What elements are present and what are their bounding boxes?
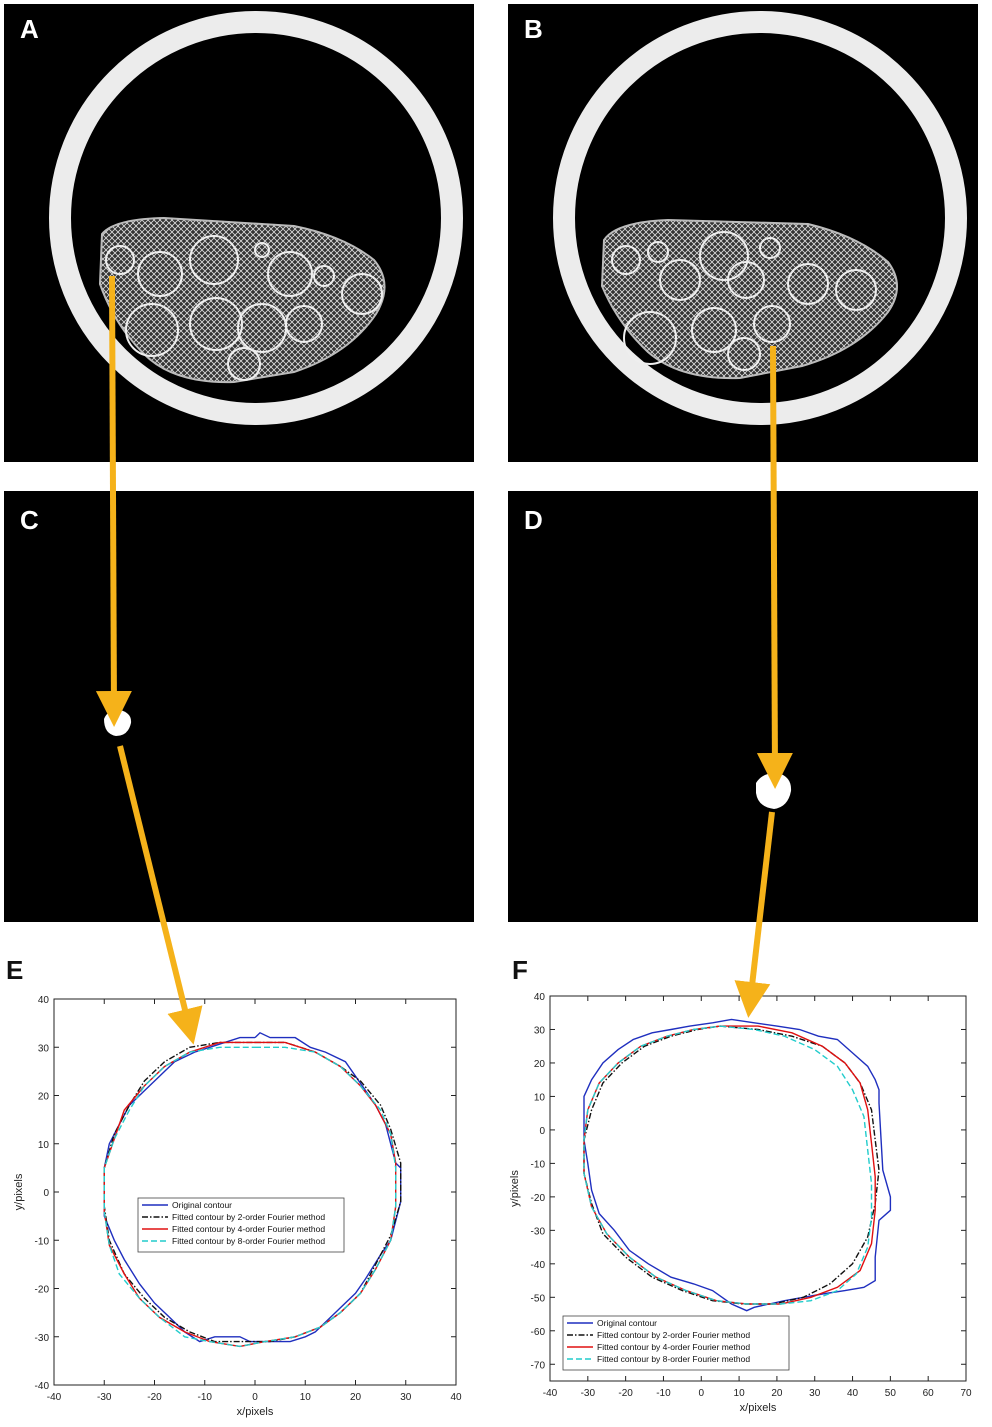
x-tick-label: 40 — [847, 1388, 859, 1399]
legend-label: Fitted contour by 8-order Fourier method — [597, 1354, 750, 1364]
x-tick-label: -20 — [147, 1392, 162, 1403]
panel-label-d: D — [524, 505, 543, 535]
legend — [137, 1197, 345, 1253]
y-tick-label: -40 — [35, 1381, 50, 1392]
y-tick-label: -30 — [35, 1333, 50, 1344]
x-tick-label: -20 — [618, 1388, 633, 1399]
y-tick-label: -10 — [35, 1236, 50, 1247]
fascicles — [105, 235, 383, 381]
legend-label: Fitted contour by 8-order Fourier method — [172, 1236, 325, 1246]
x-tick-label: 20 — [350, 1392, 362, 1403]
y-tick-label: -60 — [531, 1327, 546, 1338]
legend-label: Original contour — [597, 1318, 657, 1328]
arrow-c-to-e — [117, 745, 203, 1045]
legend-label: Fitted contour by 2-order Fourier method — [172, 1212, 325, 1222]
y-tick-label: 40 — [38, 995, 50, 1006]
series-line-4 — [103, 1046, 397, 1348]
x-tick-label: 0 — [252, 1392, 258, 1403]
x-tick-label: -40 — [47, 1392, 62, 1403]
x-tick-label: -30 — [97, 1392, 112, 1403]
panel-label-b: B — [524, 14, 543, 44]
y-tick-label: -20 — [531, 1193, 546, 1204]
panel-a-image: A — [4, 4, 474, 462]
x-tick-label: 60 — [923, 1388, 935, 1399]
x-tick-label: 30 — [400, 1392, 412, 1403]
y-tick-label: 20 — [534, 1059, 546, 1070]
legend-label: Original contour — [172, 1200, 232, 1210]
x-tick-label: 0 — [698, 1388, 704, 1399]
y-tick-label: 20 — [38, 1092, 50, 1103]
fascicles — [611, 231, 877, 371]
y-tick-label: -30 — [531, 1226, 546, 1237]
x-tick-label: 10 — [300, 1392, 312, 1403]
plot-area — [53, 998, 457, 1386]
y-axis-label: y/pixels — [13, 1173, 25, 1210]
x-tick-label: -10 — [656, 1388, 671, 1399]
x-tick-label: 30 — [809, 1388, 821, 1399]
legend-label: Fitted contour by 4-order Fourier method — [597, 1342, 750, 1352]
y-tick-label: -40 — [531, 1260, 546, 1271]
y-tick-label: 30 — [534, 1025, 546, 1036]
panel-label-f: F — [512, 955, 528, 985]
x-tick-label: -30 — [581, 1388, 596, 1399]
y-tick-label: -20 — [35, 1285, 50, 1296]
arrow-d-to-f — [734, 811, 775, 1018]
x-tick-label: 10 — [734, 1388, 746, 1399]
y-tick-label: 0 — [43, 1188, 49, 1199]
y-axis-label: y/pixels — [509, 1170, 521, 1207]
panel-a-scan — [49, 11, 463, 425]
series-line-3 — [103, 1041, 397, 1348]
panel-d-image: D — [508, 491, 978, 922]
y-tick-label: 30 — [38, 1043, 50, 1054]
y-tick-label: 40 — [534, 992, 546, 1003]
x-tick-label: 20 — [771, 1388, 783, 1399]
sample-tube-ring — [49, 11, 463, 425]
panel-label-a: A — [20, 14, 39, 44]
series-line-2 — [103, 1041, 402, 1343]
legend-label: Fitted contour by 2-order Fourier method — [597, 1330, 750, 1340]
panel-label-c: C — [20, 505, 39, 535]
x-axis-label: x/pixels — [740, 1402, 777, 1414]
panel-b-image: B — [508, 4, 978, 462]
x-axis-label: x/pixels — [237, 1406, 274, 1418]
arrow-b-to-d — [756, 345, 793, 789]
legend-label: Fitted contour by 4-order Fourier method — [172, 1224, 325, 1234]
y-tick-label: 10 — [534, 1092, 546, 1103]
panel-c-image: C — [4, 491, 474, 922]
x-tick-label: -40 — [543, 1388, 558, 1399]
y-tick-label: 0 — [539, 1126, 545, 1137]
x-tick-label: 40 — [450, 1392, 462, 1403]
sample-tube-ring — [553, 11, 967, 425]
x-tick-label: 70 — [960, 1388, 972, 1399]
series-line-4 — [583, 1025, 873, 1305]
y-tick-label: 10 — [38, 1140, 50, 1151]
chart-f: -40 -30 -20 -10 0 10 20 30 40 50 60 70 -70 -60 -50 -40 -… — [509, 992, 972, 1414]
arrow-a-to-c — [95, 275, 132, 727]
x-tick-label: -10 — [198, 1392, 213, 1403]
x-tick-label: 50 — [885, 1388, 897, 1399]
panel-b-scan — [553, 11, 967, 425]
y-tick-label: -50 — [531, 1293, 546, 1304]
y-tick-label: -10 — [531, 1159, 546, 1170]
panel-label-e: E — [6, 955, 24, 985]
legend — [562, 1315, 790, 1371]
y-tick-label: -70 — [531, 1360, 546, 1371]
chart-e: -40 -30 -20 -10 0 10 20 30 40 -40 -30 -20 -10 0 10 20 30… — [13, 995, 462, 1418]
